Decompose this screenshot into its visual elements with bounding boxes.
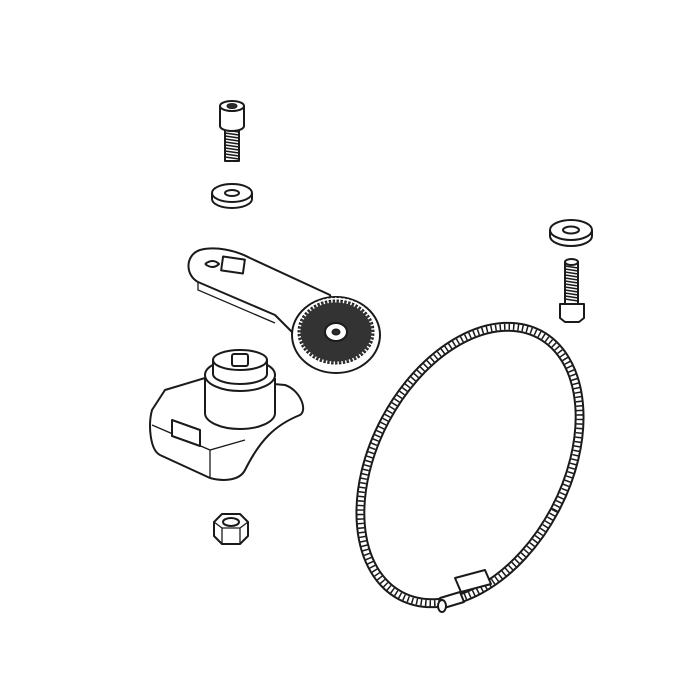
thread-line: [564, 274, 579, 278]
thread-line: [564, 292, 579, 296]
hex-nut: [213, 513, 249, 545]
thread-line: [564, 280, 579, 284]
thread-line: [564, 277, 579, 281]
thread-line: [224, 150, 240, 154]
socket-head-bolt: [219, 100, 245, 162]
thread-line: [564, 265, 579, 269]
thread-line: [224, 132, 240, 136]
thread-line: [564, 298, 579, 302]
thread-line: [224, 153, 240, 157]
thread-line: [224, 144, 240, 148]
thread-line: [564, 271, 579, 275]
thread-line: [564, 289, 579, 293]
thread-line: [564, 286, 579, 290]
washer-right: [549, 219, 593, 247]
thread-line: [224, 147, 240, 151]
clamp-screw-housing: [437, 569, 492, 613]
thread-line: [224, 156, 240, 160]
thread-line: [224, 135, 240, 139]
thread-line: [224, 141, 240, 145]
thread-line: [224, 138, 240, 142]
bolt-right: [559, 258, 585, 323]
washer-top: [211, 183, 253, 209]
thread-line: [564, 283, 579, 287]
serrated-disc: [291, 296, 381, 374]
hose-clamp: [355, 321, 585, 609]
thread-line: [564, 295, 579, 299]
thread-line: [564, 268, 579, 272]
base-mount: [149, 349, 305, 481]
